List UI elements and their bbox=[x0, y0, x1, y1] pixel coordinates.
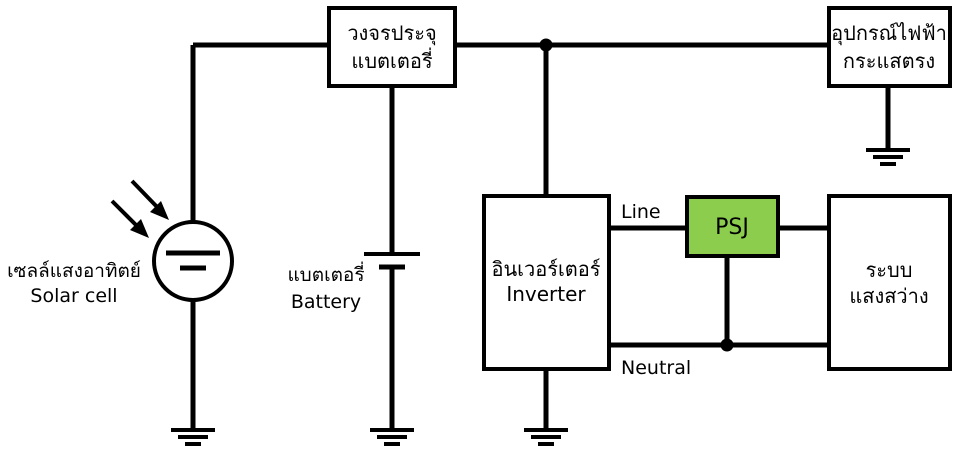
charge-controller-label-line1: วงจรประจุ bbox=[347, 21, 436, 46]
dc-appliance-box: อุปกรณ์ไฟฟ้า กระแสตรง bbox=[827, 6, 952, 88]
neutral-wire-label: Neutral bbox=[621, 357, 691, 379]
lighting-label-line2: แสงสว่าง bbox=[849, 284, 928, 308]
lighting-system-box: ระบบ แสงสว่าง bbox=[827, 194, 952, 371]
junction-dot-top bbox=[539, 38, 553, 52]
solar-cell-icon bbox=[152, 220, 234, 302]
battery-label-english: Battery bbox=[291, 291, 361, 313]
battery-icon bbox=[364, 252, 420, 270]
psj-label: PSJ bbox=[715, 215, 749, 240]
ground-icon bbox=[866, 148, 910, 166]
wires bbox=[190, 42, 891, 430]
ground-icon bbox=[524, 428, 568, 446]
inverter-label-english: Inverter bbox=[506, 282, 586, 306]
lighting-label-line1: ระบบ bbox=[866, 258, 913, 282]
charge-controller-box: วงจรประจุ แบตเตอรี่ bbox=[327, 6, 457, 88]
line-wire-label: Line bbox=[621, 201, 661, 223]
dc-appliance-label-line1: อุปกรณ์ไฟฟ้า bbox=[831, 21, 947, 46]
charge-controller-label-line2: แบตเตอรี่ bbox=[351, 47, 432, 73]
light-arrows-icon bbox=[110, 179, 169, 238]
junction-dot-neutral bbox=[720, 338, 734, 352]
solar-cell-label-english: Solar cell bbox=[30, 285, 117, 307]
solar-cell-label-thai: เซลล์แสงอาทิตย์ bbox=[7, 260, 141, 282]
psj-box: PSJ bbox=[685, 195, 780, 258]
inverter-box: อินเวอร์เตอร์ Inverter bbox=[482, 194, 611, 371]
inverter-label-thai: อินเวอร์เตอร์ bbox=[491, 257, 600, 281]
dc-appliance-label-line2: กระแสตรง bbox=[843, 49, 935, 73]
psj-box-fill bbox=[685, 195, 780, 258]
battery-label-thai: แบตเตอรี่ bbox=[287, 261, 364, 286]
ground-icon bbox=[171, 428, 215, 446]
ground-icon bbox=[370, 428, 414, 446]
